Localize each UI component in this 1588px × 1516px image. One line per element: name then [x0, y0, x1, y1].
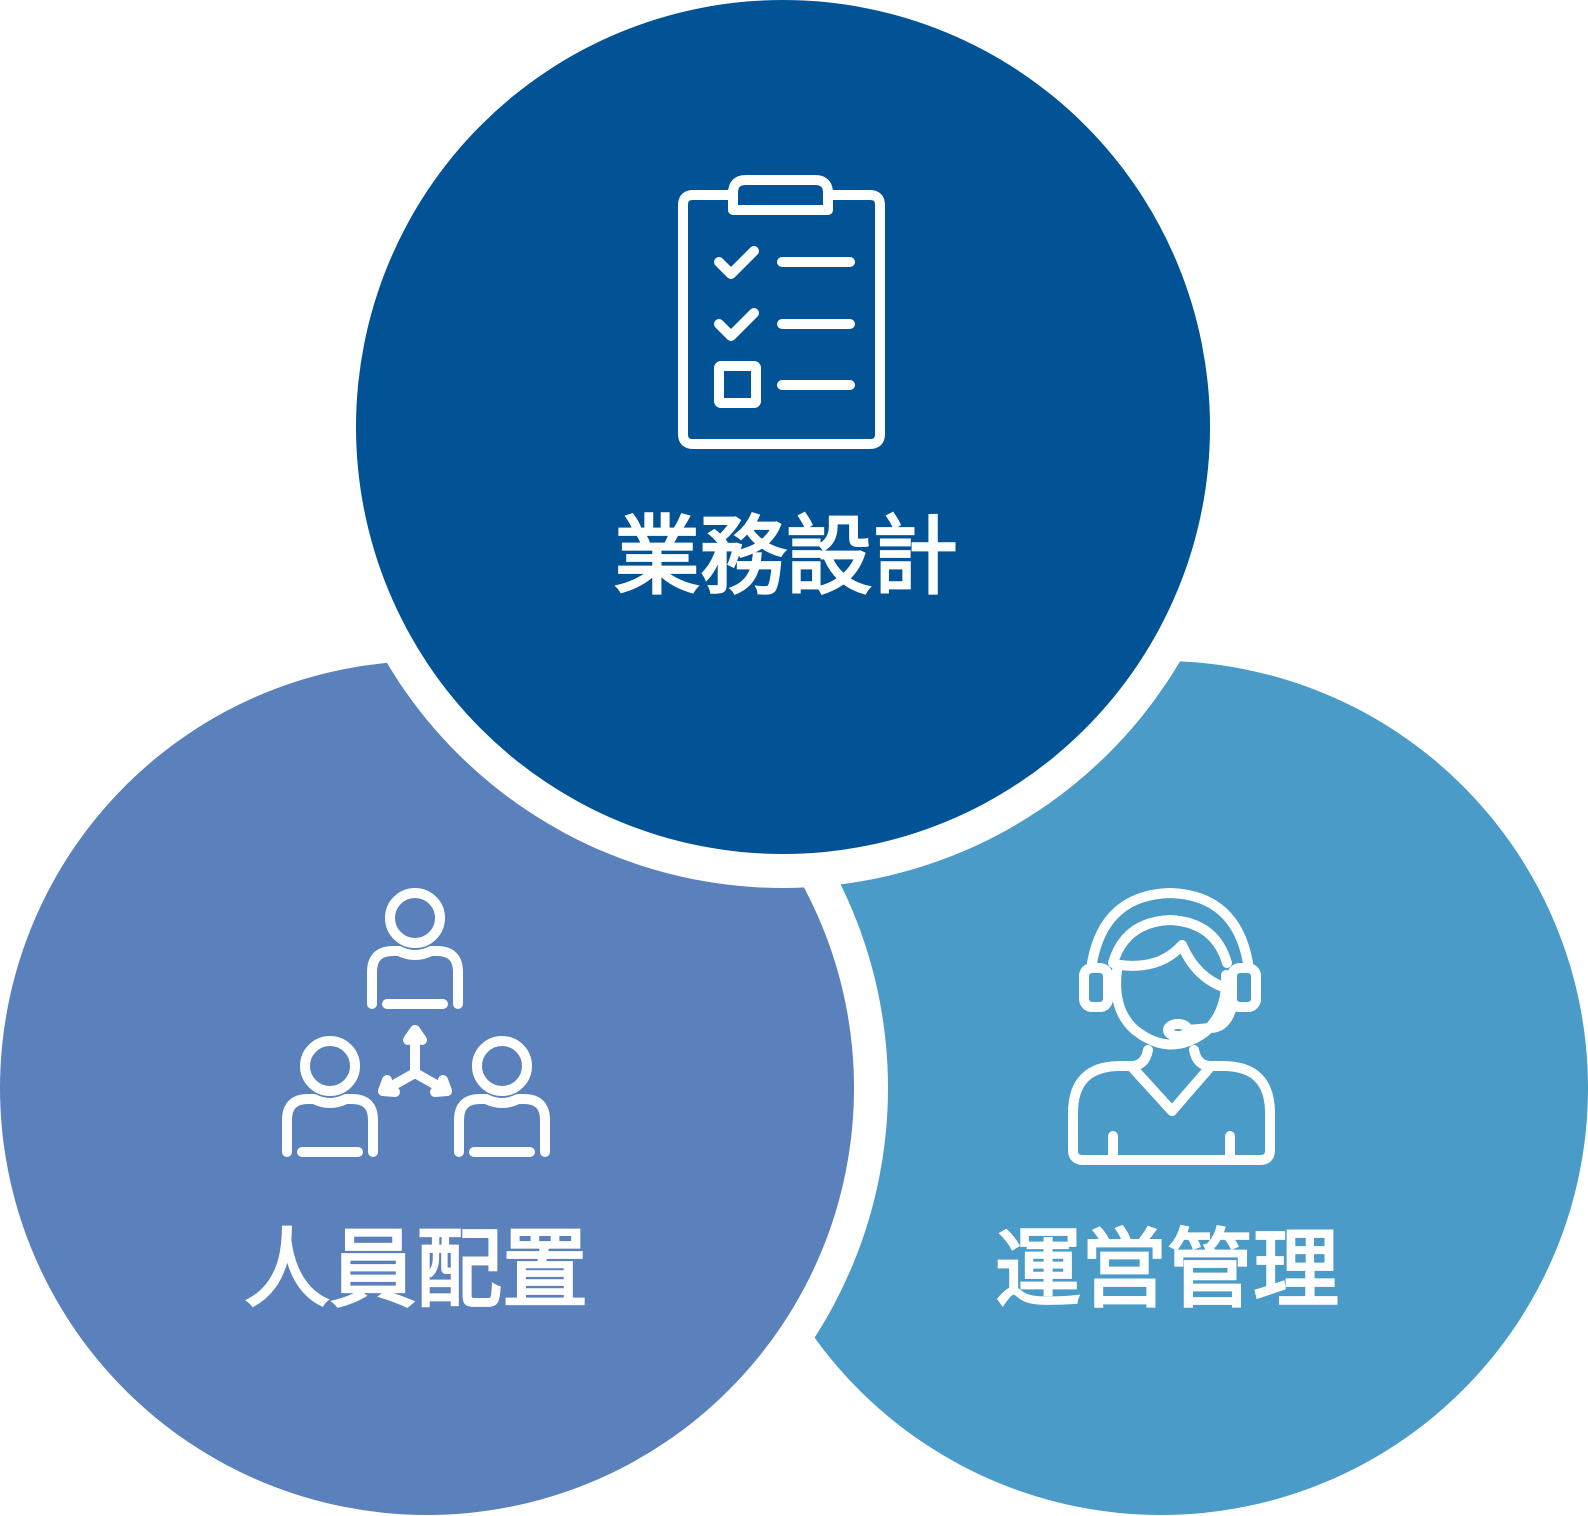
- circle-staff-allocation: [0, 661, 854, 1515]
- team-allocation-icon: [282, 888, 550, 1157]
- circle-operations-management: [734, 661, 1588, 1515]
- label-staff-allocation: 人員配置: [244, 1220, 588, 1320]
- label-business-design: 業務設計: [614, 507, 958, 607]
- clipboard-checklist-icon: [678, 175, 885, 449]
- circle-business-design: [356, 0, 1210, 854]
- label-operations-management: 運営管理: [995, 1220, 1339, 1320]
- operator-headset-icon: [1068, 888, 1275, 1165]
